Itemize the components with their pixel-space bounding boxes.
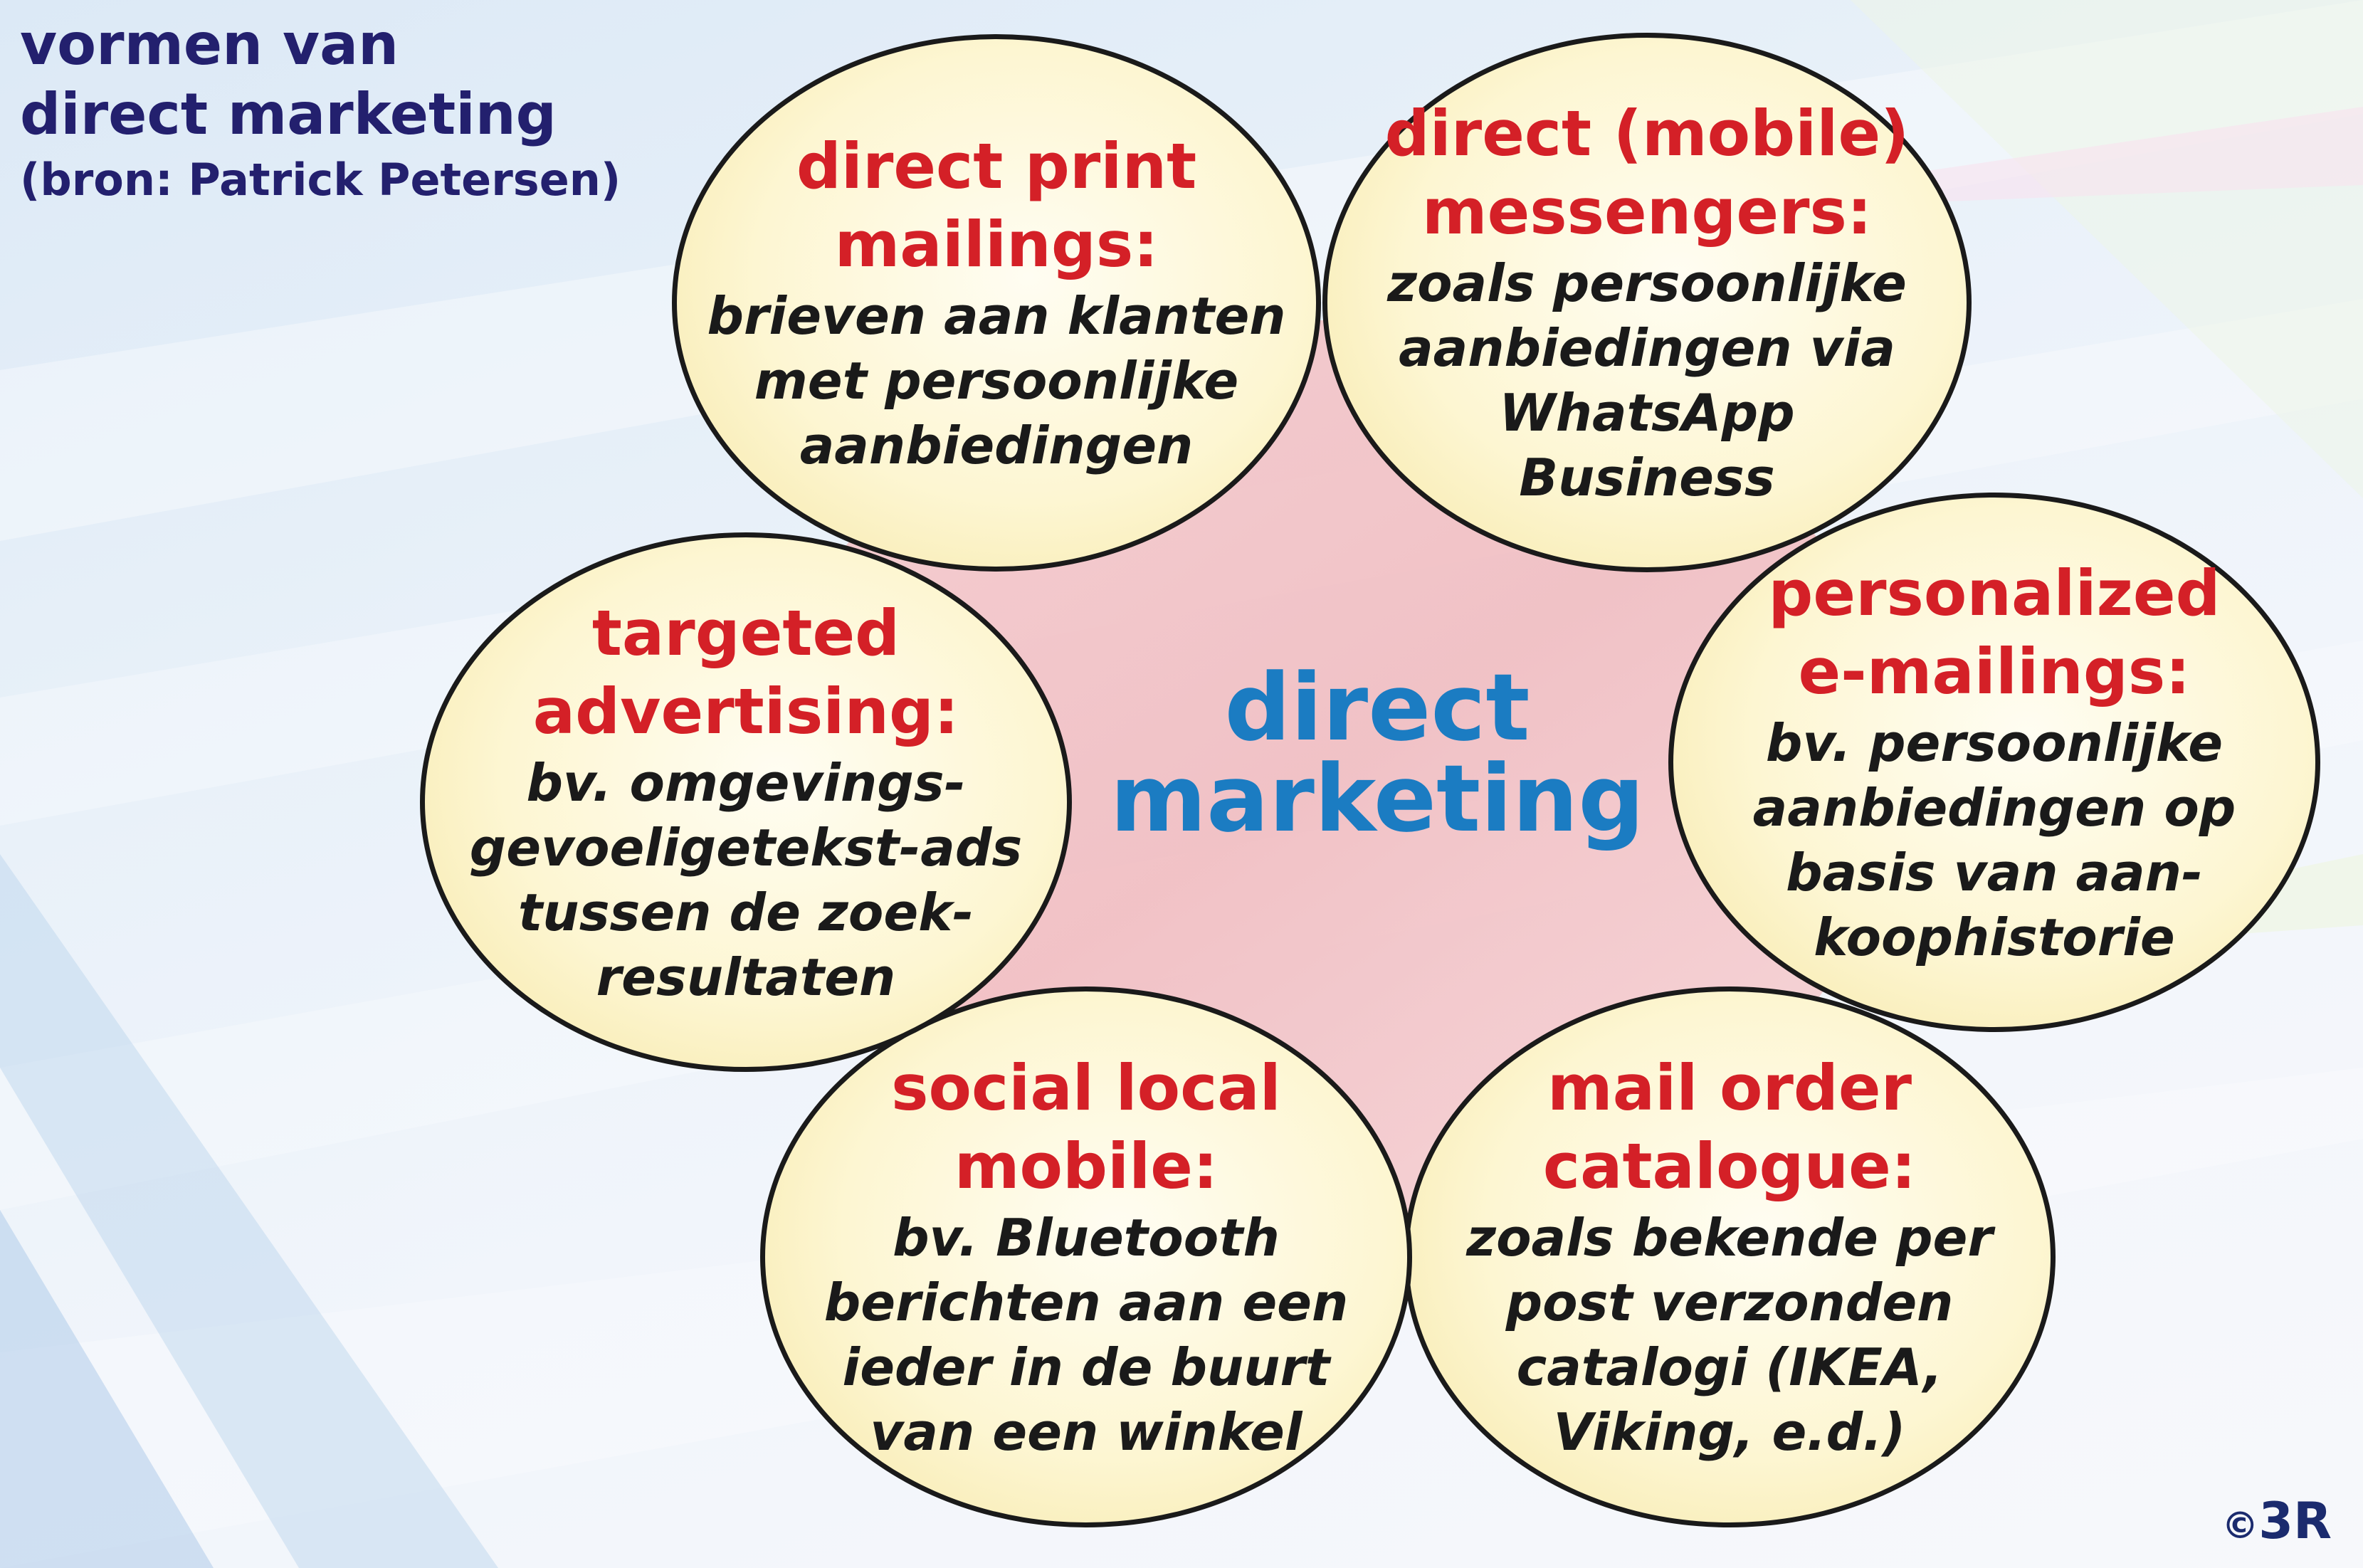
page-title-source: (bron: Patrick Petersen)	[20, 154, 621, 206]
bubble-personalized-e-mailings: personalized e-mailings: bv. persoonlijk…	[1668, 493, 2320, 1032]
center-label-line-1: direct	[1224, 653, 1530, 762]
bubble-body: bv. Bluetooth berichten aan een ieder in…	[823, 1208, 1349, 1462]
page-title-line-1: vormen van	[20, 11, 399, 78]
copyright-logo: 3R	[2258, 1492, 2332, 1550]
bubble-heading: direct print mailings:	[796, 130, 1197, 281]
copyright-mark: ©3R	[2221, 1496, 2332, 1551]
bubble-heading: mail order catalogue:	[1542, 1051, 1917, 1203]
bubble-direct-mobile-messengers: direct (mobile) messengers: zoals persoo…	[1322, 33, 1972, 572]
bubble-heading: personalized e-mailings:	[1768, 557, 2221, 708]
bubble-body: zoals bekende per post verzonden catalog…	[1466, 1208, 1993, 1462]
bubble-direct-print-mailings: direct print mailings: brieven aan klant…	[672, 34, 1321, 572]
bubble-heading: social local mobile:	[891, 1051, 1281, 1203]
page-title-line-2: direct marketing	[20, 81, 557, 147]
bubble-body: brieven aan klanten met persoonlijke aan…	[707, 286, 1286, 475]
bubble-social-local-mobile: social local mobile: bv. Bluetooth beric…	[760, 986, 1412, 1527]
bubble-heading: targeted advertising:	[532, 596, 959, 748]
center-label: direct marketing	[1082, 653, 1673, 853]
bubble-body: zoals persoonlijke aanbiedingen via What…	[1387, 253, 1907, 507]
center-label-line-2: marketing	[1110, 744, 1645, 853]
bubble-body: bv. persoonlijke aanbiedingen op basis v…	[1752, 713, 2236, 967]
copyright-symbol: ©	[2221, 1505, 2259, 1547]
bubble-mail-order-catalogue: mail order catalogue: zoals bekende per …	[1404, 986, 2056, 1527]
bubble-body: bv. omgevings- gevoeligetekst-ads tussen…	[469, 753, 1023, 1007]
page-title: vormen van direct marketing (bron: Patri…	[20, 10, 621, 211]
bubble-targeted-advertising: targeted advertising: bv. omgevings- gev…	[420, 532, 1072, 1072]
bubble-heading: direct (mobile) messengers:	[1384, 97, 1910, 248]
